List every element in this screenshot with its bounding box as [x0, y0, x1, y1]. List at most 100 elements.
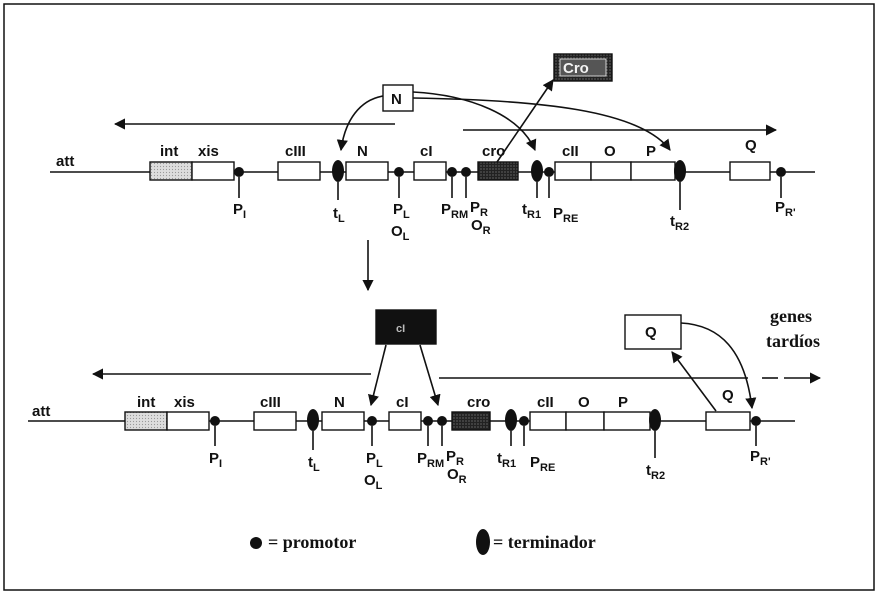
- bottom-int-label: int: [137, 394, 155, 411]
- bottom-O-label: O: [578, 394, 590, 411]
- bottom-promoter-PRM: [423, 416, 433, 426]
- bottom-att-label: att: [32, 403, 50, 420]
- legend: = promotor = terminador: [250, 529, 596, 555]
- top-Q-label: Q: [745, 137, 757, 154]
- top-gene-P: [631, 162, 675, 180]
- bottom-promoter-PRp: [751, 416, 761, 426]
- top-label-PRM: PRM: [441, 201, 468, 221]
- top-label-PRE: PRE: [553, 205, 578, 225]
- late-genes-line1: genes: [770, 306, 812, 326]
- bottom-promoter-PI: [210, 416, 220, 426]
- bottom-gene-O: [566, 412, 604, 430]
- top-promoter-PR: [461, 167, 471, 177]
- bottom-promoter-PRE: [519, 416, 529, 426]
- top-xis-label: xis: [198, 143, 219, 160]
- top-promoter-PRp: [776, 167, 786, 177]
- bottom-cI-to-PR-arrow: [420, 345, 438, 405]
- bottom-cII-label: cII: [537, 394, 554, 411]
- top-label-tR2: tR2: [670, 213, 689, 233]
- bottom-cI-to-PL-arrow: [371, 345, 386, 405]
- top-N-to-tR1-arrow: [413, 92, 535, 150]
- top-label-OR: OR: [471, 217, 491, 237]
- bottom-gene-xis: [167, 412, 209, 430]
- bottom-Q-label: Q: [722, 387, 734, 404]
- top-gene-cI: [414, 162, 446, 180]
- bottom-label-tR1: tR1: [497, 450, 516, 470]
- bottom-gene-P: [604, 412, 650, 430]
- top-P-label: P: [646, 143, 656, 160]
- legend-promoter-label: = promotor: [268, 532, 356, 552]
- bottom-label-PRE: PRE: [530, 454, 555, 474]
- top-cro-to-Cro-arrow: [497, 80, 553, 162]
- bottom-P-label: P: [618, 394, 628, 411]
- top-label-PR: PR: [470, 199, 488, 219]
- top-N-label: N: [357, 143, 368, 160]
- bottom-gene-N: [322, 412, 364, 430]
- top-gene-int: [150, 162, 192, 180]
- top-N-to-tL-arrow: [341, 96, 383, 150]
- legend-terminator-icon: [476, 529, 490, 555]
- outer-frame: [4, 4, 874, 590]
- top-Cro-protein-label: Cro: [563, 60, 589, 77]
- top-label-PL: PL: [393, 201, 410, 221]
- bottom-gene-cII: [530, 412, 566, 430]
- bottom-label-OR: OR: [447, 466, 467, 486]
- top-N-protein-label: N: [391, 91, 402, 108]
- bottom-label-PL: PL: [366, 450, 383, 470]
- bottom-promoter-PR: [437, 416, 447, 426]
- bottom-gene-cIII: [254, 412, 296, 430]
- top-O-label: O: [604, 143, 616, 160]
- bottom-label-PRM: PRM: [417, 450, 444, 470]
- bottom-N-label: N: [334, 394, 345, 411]
- top-int-label: int: [160, 143, 178, 160]
- bottom-cIII-label: cIII: [260, 394, 281, 411]
- top-cro-label: cro: [482, 143, 505, 160]
- top-label-PI: PI: [233, 201, 246, 221]
- top-gene-cro: [478, 162, 518, 180]
- bottom-xis-label: xis: [174, 394, 195, 411]
- bottom-cI-protein-label: cI: [396, 323, 405, 335]
- bottom-Q-to-PRp-arrow: [681, 323, 752, 408]
- bottom-label-tR2: tR2: [646, 462, 665, 482]
- bottom-cI-label: cI: [396, 394, 409, 411]
- bottom-label-OL: OL: [364, 472, 383, 492]
- bottom-gene-int: [125, 412, 167, 430]
- late-genes-line2: tardíos: [766, 331, 820, 351]
- top-gene-O: [591, 162, 631, 180]
- legend-promoter-icon: [250, 537, 262, 549]
- bottom-gene-cro: [452, 412, 490, 430]
- top-label-PRp: PR': [775, 199, 796, 219]
- bottom-Q-gene-to-protein-arrow: [672, 352, 716, 411]
- bottom-Q-protein-label: Q: [645, 324, 657, 341]
- bottom-label-tL: tL: [308, 454, 320, 474]
- legend-terminator-label: = terminador: [493, 532, 596, 552]
- top-cII-label: cII: [562, 143, 579, 160]
- bottom-diagram: att int xis cIII N cI cro cII O P Q: [28, 306, 820, 492]
- top-terminator-tR2: [674, 160, 686, 182]
- top-att-label: att: [56, 153, 74, 170]
- top-label-tR1: tR1: [522, 201, 541, 221]
- bottom-cro-label: cro: [467, 394, 490, 411]
- top-gene-cIII: [278, 162, 320, 180]
- top-N-to-tR2-arrow: [413, 98, 670, 150]
- top-cI-label: cI: [420, 143, 433, 160]
- bottom-gene-Q: [706, 412, 750, 430]
- top-gene-Q: [730, 162, 770, 180]
- bottom-promoter-PL: [367, 416, 377, 426]
- bottom-terminator-tL: [307, 409, 319, 431]
- bottom-cI-protein-box: [376, 310, 436, 344]
- top-promoter-PRE: [544, 167, 554, 177]
- bottom-terminator-tR1: [505, 409, 517, 431]
- top-label-tL: tL: [333, 205, 345, 225]
- bottom-label-PR: PR: [446, 448, 464, 468]
- top-terminator-tR1: [531, 160, 543, 182]
- bottom-terminator-tR2: [649, 409, 661, 431]
- bottom-label-PI: PI: [209, 450, 222, 470]
- top-terminator-tL: [332, 160, 344, 182]
- bottom-label-PRp: PR': [750, 448, 771, 468]
- top-diagram: att int xis cIII N cI cro cII O P Q: [50, 54, 815, 243]
- top-cIII-label: cIII: [285, 143, 306, 160]
- top-promoter-PI: [234, 167, 244, 177]
